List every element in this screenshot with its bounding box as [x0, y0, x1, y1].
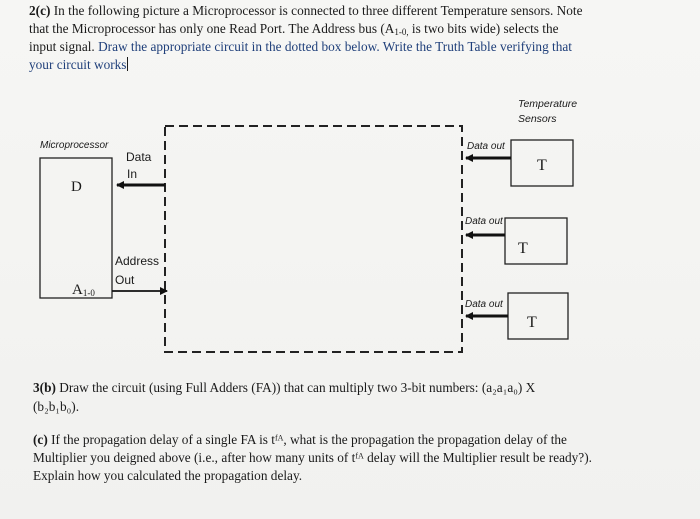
sensors-title-1: Temperature	[518, 98, 578, 110]
data-in-label-1: Data	[126, 150, 152, 164]
data-out-label-1: Data out	[467, 141, 505, 152]
data-in-label-2: In	[127, 167, 138, 181]
a-port-label: A1-0	[72, 282, 95, 299]
a-port-sub: 1-0	[82, 288, 95, 298]
address-label-1: Address	[115, 254, 160, 268]
microprocessor-label: Microprocessor	[40, 140, 109, 151]
q2c-line3-b: Draw the appropriate circuit in the dott…	[98, 39, 572, 54]
q3c-line-3: Explain how you calculated the propagati…	[33, 468, 303, 483]
q3b-line1-text: Draw the circuit (using Full Adders (FA)…	[55, 380, 536, 395]
data-out-label-3: Data out	[465, 299, 503, 310]
q2c-line4: your circuit works	[29, 57, 127, 72]
q2c-line-2: that the Microprocessor has only one Rea…	[29, 20, 559, 41]
q2c-line-4: your circuit works	[29, 56, 128, 74]
sensor-2-t-label: T	[518, 240, 528, 257]
address-label-2: Out	[115, 273, 135, 287]
sensor-3-t-label: T	[527, 314, 537, 331]
temperature-sensor-3-box	[507, 292, 569, 340]
q2c-line2-sub: 1-0,	[394, 27, 409, 37]
q2c-line-1: 2(c) In the following picture a Micropro…	[29, 2, 583, 20]
q2c-line2-b: is two bits wide) selects the	[408, 21, 559, 36]
q2c-number: 2(c)	[29, 3, 51, 18]
sensor-1-t-label: T	[537, 157, 547, 174]
q3c-line1-text: If the propagation delay of a single FA …	[47, 432, 567, 447]
a-port-letter: A	[72, 282, 83, 298]
q2c-line-3: input signal. Draw the appropriate circu…	[29, 38, 572, 56]
microprocessor-box	[39, 157, 113, 299]
temperature-sensor-2-box	[504, 217, 568, 265]
q3b-line-1: 3(b) Draw the circuit (using Full Adders…	[33, 379, 535, 397]
dotted-circuit-box[interactable]	[164, 125, 463, 353]
q2c-line1-text: In the following picture a Microprocesso…	[50, 3, 583, 18]
q3c-number: (c)	[33, 432, 48, 447]
text-cursor	[126, 57, 128, 71]
d-port-label: D	[71, 179, 82, 195]
sensors-title-2: Sensors	[518, 113, 557, 125]
temperature-sensor-1-box	[510, 139, 574, 187]
q3b-line-2: (b₂b₁b₀).	[33, 399, 80, 414]
q3b-number: 3(b)	[33, 380, 56, 395]
data-out-label-2: Data out	[465, 216, 503, 227]
q3c-line-2: Multiplier you deigned above (i.e., afte…	[33, 450, 592, 465]
q3c-line-1: (c) If the propagation delay of a single…	[33, 431, 567, 449]
q2c-line2-a: that the Microprocessor has only one Rea…	[29, 21, 395, 36]
q2c-line3-a: input signal.	[29, 39, 99, 54]
